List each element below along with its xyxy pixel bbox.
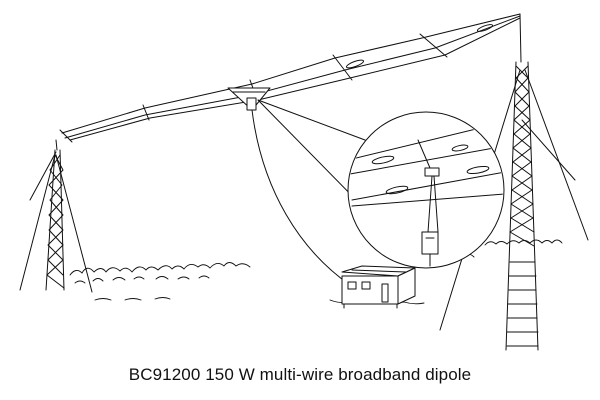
dipole-wires [59, 13, 521, 143]
center-balun [227, 87, 271, 111]
figure-caption: BC91200 150 W multi-wire broadband dipol… [128, 365, 472, 384]
coax-feedline [251, 109, 351, 286]
right-mast [439, 13, 589, 351]
equipment-shelter [341, 265, 416, 309]
detail-magnifier [347, 111, 505, 269]
vegetation [69, 239, 563, 305]
left-mast [19, 139, 93, 293]
